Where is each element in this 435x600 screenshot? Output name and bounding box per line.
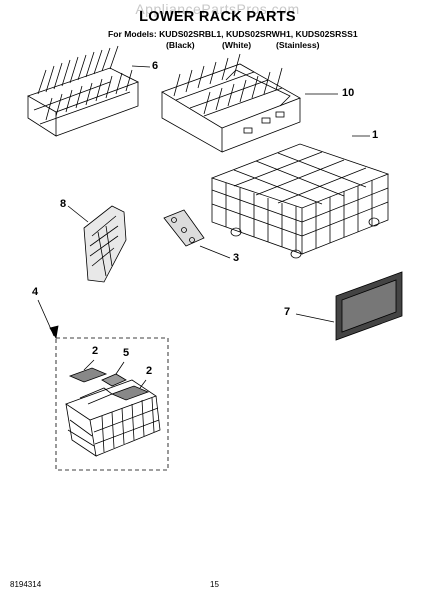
callout-5: 5 (123, 347, 130, 359)
variant-black: (Black) (166, 40, 195, 50)
callout-4: 4 (32, 286, 39, 298)
part-3-clip (163, 209, 205, 247)
callout-10: 10 (342, 87, 355, 99)
part-8-holder (83, 205, 127, 283)
part-2-grid-right (110, 385, 150, 401)
page-number: 15 (210, 580, 219, 589)
callout-1: 1 (372, 129, 379, 141)
callout-8: 8 (60, 198, 67, 210)
part-1-lower-rack (210, 143, 390, 259)
variant-stainless: (Stainless) (276, 40, 320, 50)
variant-white: (White) (222, 40, 252, 50)
part-2-grid-top (68, 367, 108, 383)
callout-2-right: 2 (146, 365, 153, 377)
part-6-tine-row (27, 45, 140, 137)
part-4-group-box (55, 337, 169, 471)
part-10-tine-assembly (161, 53, 301, 153)
callout-7: 7 (284, 306, 291, 318)
callout-6: 6 (152, 60, 159, 72)
part-7-screen (335, 271, 403, 341)
watermark: AppliancePartsPros.com (135, 1, 300, 17)
callout-2-top: 2 (92, 345, 99, 357)
models-line: For Models: KUDS02SRBL1, KUDS02SRWH1, KU… (108, 29, 358, 39)
silverware-basket (65, 379, 161, 457)
document-number: 8194314 (10, 580, 42, 589)
part-5-clip (101, 373, 127, 387)
page-title: LOWER RACK PARTS (139, 9, 296, 25)
callout-3: 3 (233, 252, 240, 264)
